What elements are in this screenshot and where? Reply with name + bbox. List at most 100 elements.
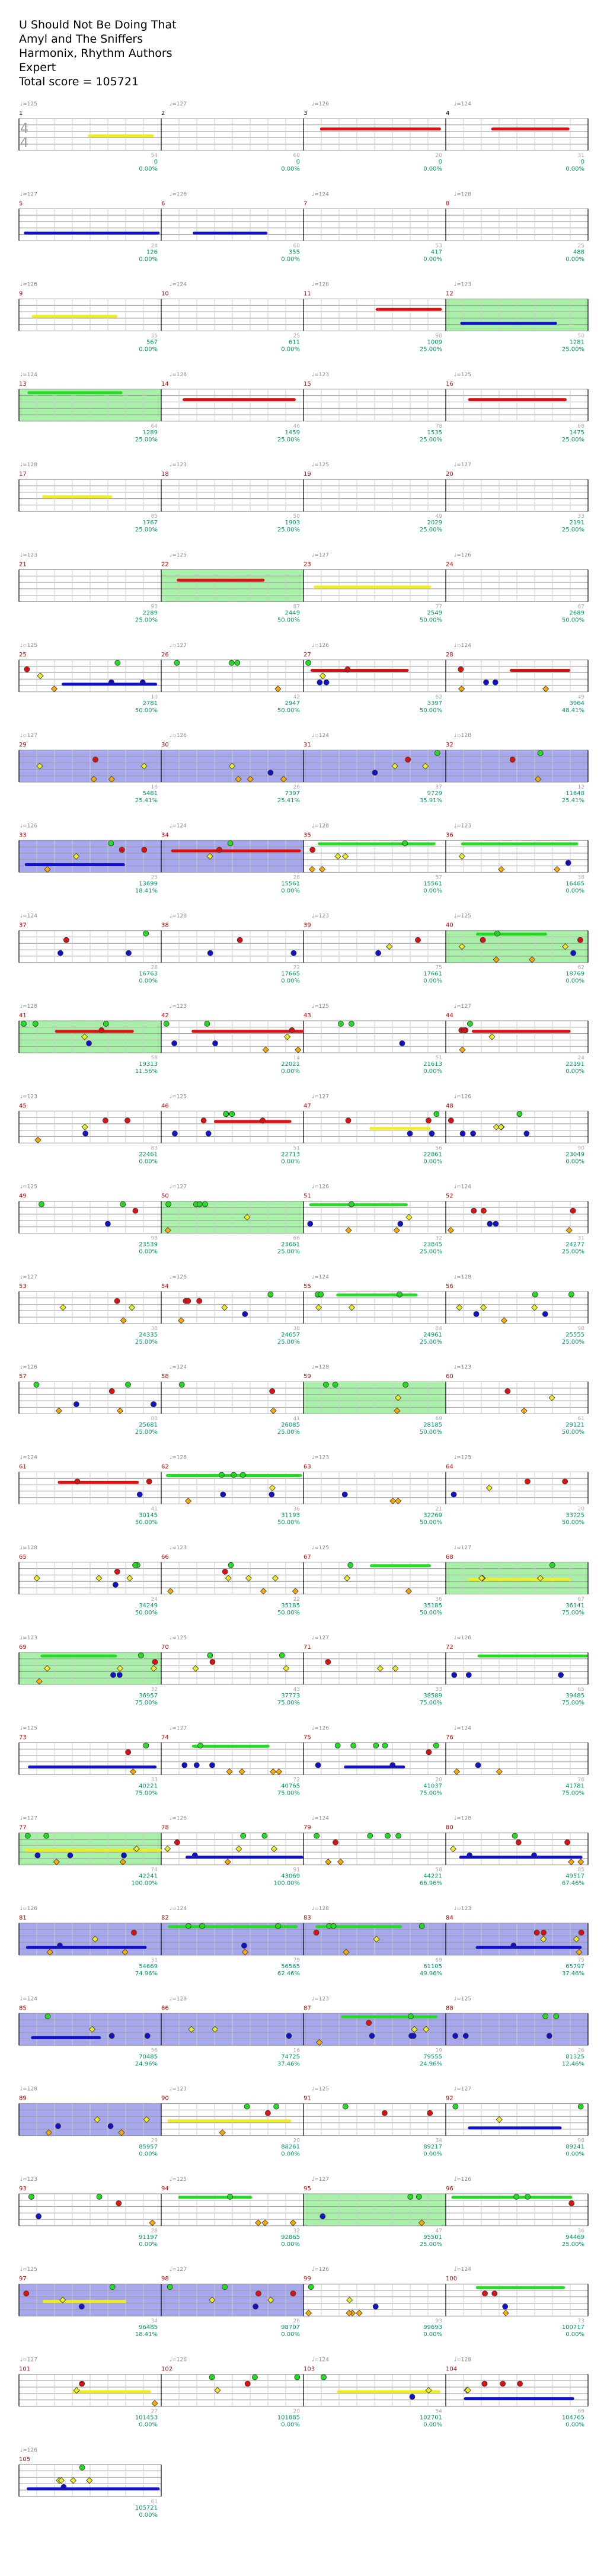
note-gem [376,1665,384,1672]
note-count: 34 [151,2318,158,2324]
measure-number: 29 [19,742,27,748]
overdrive-percent: 0.00% [139,978,158,985]
note-gem [500,1317,507,1324]
note-gem [32,1021,39,1027]
measure-number: 30 [161,742,169,748]
tempo-marker: ♩=124 [312,1274,329,1280]
note-gem [429,1130,435,1137]
measure-number: 9 [19,291,23,297]
measure-number: 82 [161,1915,169,1921]
note-gem [283,1665,290,1672]
overdrive-percent: 50.00% [277,1610,300,1616]
overdrive-percent: 25.00% [420,437,442,443]
note-count: 38 [151,1326,158,1332]
measure-number: 17 [19,471,27,478]
note-gem [392,1665,399,1672]
note-count: 43 [293,1687,300,1693]
note-gem [342,2103,349,2110]
overdrive-percent: 25.00% [562,2241,584,2248]
note-gem [407,2193,414,2200]
note-gem [350,1742,357,1749]
measure-number: 73 [19,1734,27,1741]
measure-number: 65 [19,1554,27,1561]
note-gem [487,1220,493,1227]
measure-score: 11648 [566,790,584,797]
note-gem [119,847,125,853]
measure-row [18,1381,589,1414]
measure-score: 100717 [562,2324,584,2331]
note-gem [389,1762,396,1768]
note-gem [140,762,148,770]
note-gem [128,1304,136,1311]
note-gem [275,1768,283,1775]
measure-score: 1535 [427,430,442,436]
note-gem [90,776,97,783]
measure-score: 355 [289,249,300,255]
overdrive-percent: 25.00% [277,527,300,533]
measure-score: 32269 [423,1513,442,1519]
note-count: 28 [151,965,158,971]
measure-number: 55 [304,1283,311,1290]
note-gem [141,847,148,853]
measure-score: 16465 [566,880,584,887]
note-gem [120,1201,126,1207]
tempo-marker: ♩=124 [170,823,187,829]
overdrive-percent: 0.00% [423,2331,442,2338]
measure-score: 488 [573,249,584,255]
overdrive-percent: 74.96% [135,1971,158,1977]
note-gem [112,1581,119,1588]
overdrive-percent: 11.56% [135,1068,158,1075]
note-count: 51 [293,1145,300,1151]
note-gem [34,1136,41,1143]
measure-row [18,1923,589,1956]
note-gem [196,1201,203,1207]
note-count: 98 [578,2138,585,2144]
note-gem [451,1672,458,1678]
measure-number: 76 [446,1734,453,1741]
tempo-marker: ♩=127 [20,2357,37,2363]
tempo-marker: ♩=124 [454,2267,471,2273]
measure-number: 13 [19,381,27,387]
note-gem [408,2033,414,2039]
measure-score: 85957 [139,2144,158,2151]
note-count: 57 [436,874,442,880]
note-count: 84 [436,1326,443,1332]
tempo-marker: ♩=125 [170,1635,187,1641]
note-gem [497,1123,504,1130]
overdrive-percent: 0.00% [139,166,158,172]
note-gem [504,1388,511,1395]
note-gem [253,2303,259,2310]
overdrive-percent: 0.00% [139,2151,158,2158]
measure-score: 17661 [423,971,442,978]
overdrive-percent: 0.00% [281,2331,300,2338]
measure-number: 90 [161,2096,169,2102]
note-gem [537,750,544,756]
note-gem [143,2116,150,2123]
measure-number: 71 [304,1644,311,1651]
note-count: 21 [436,1507,442,1513]
measure-row [18,569,589,602]
note-count: 58 [151,1055,158,1061]
note-gem [218,1472,225,1478]
overdrive-percent: 25.00% [420,527,442,533]
measure-number: 70 [161,1644,169,1651]
note-gem [458,685,465,693]
song-header: U Should Not Be Doing That Amyl and The … [19,18,177,89]
note-gem [467,1021,473,1027]
note-gem [316,2039,323,2046]
tempo-marker: ♩=125 [20,1184,37,1190]
overdrive-percent: 37.46% [277,2061,300,2067]
note-gem [227,2193,233,2200]
tempo-marker: ♩=124 [170,1364,187,1370]
measure-number: 26 [161,652,169,658]
note-gem [577,937,583,943]
overdrive-percent: 67.46% [562,1880,584,1887]
note-gem [221,1304,228,1311]
measure-score: 44221 [423,1873,442,1880]
overdrive-percent: 49.96% [420,1971,442,1977]
note-gem [33,1575,40,1582]
measure-number: 27 [304,652,311,658]
note-gem [95,1575,103,1582]
note-count: 47 [436,2228,442,2234]
measure-score: 24277 [566,1242,584,1248]
